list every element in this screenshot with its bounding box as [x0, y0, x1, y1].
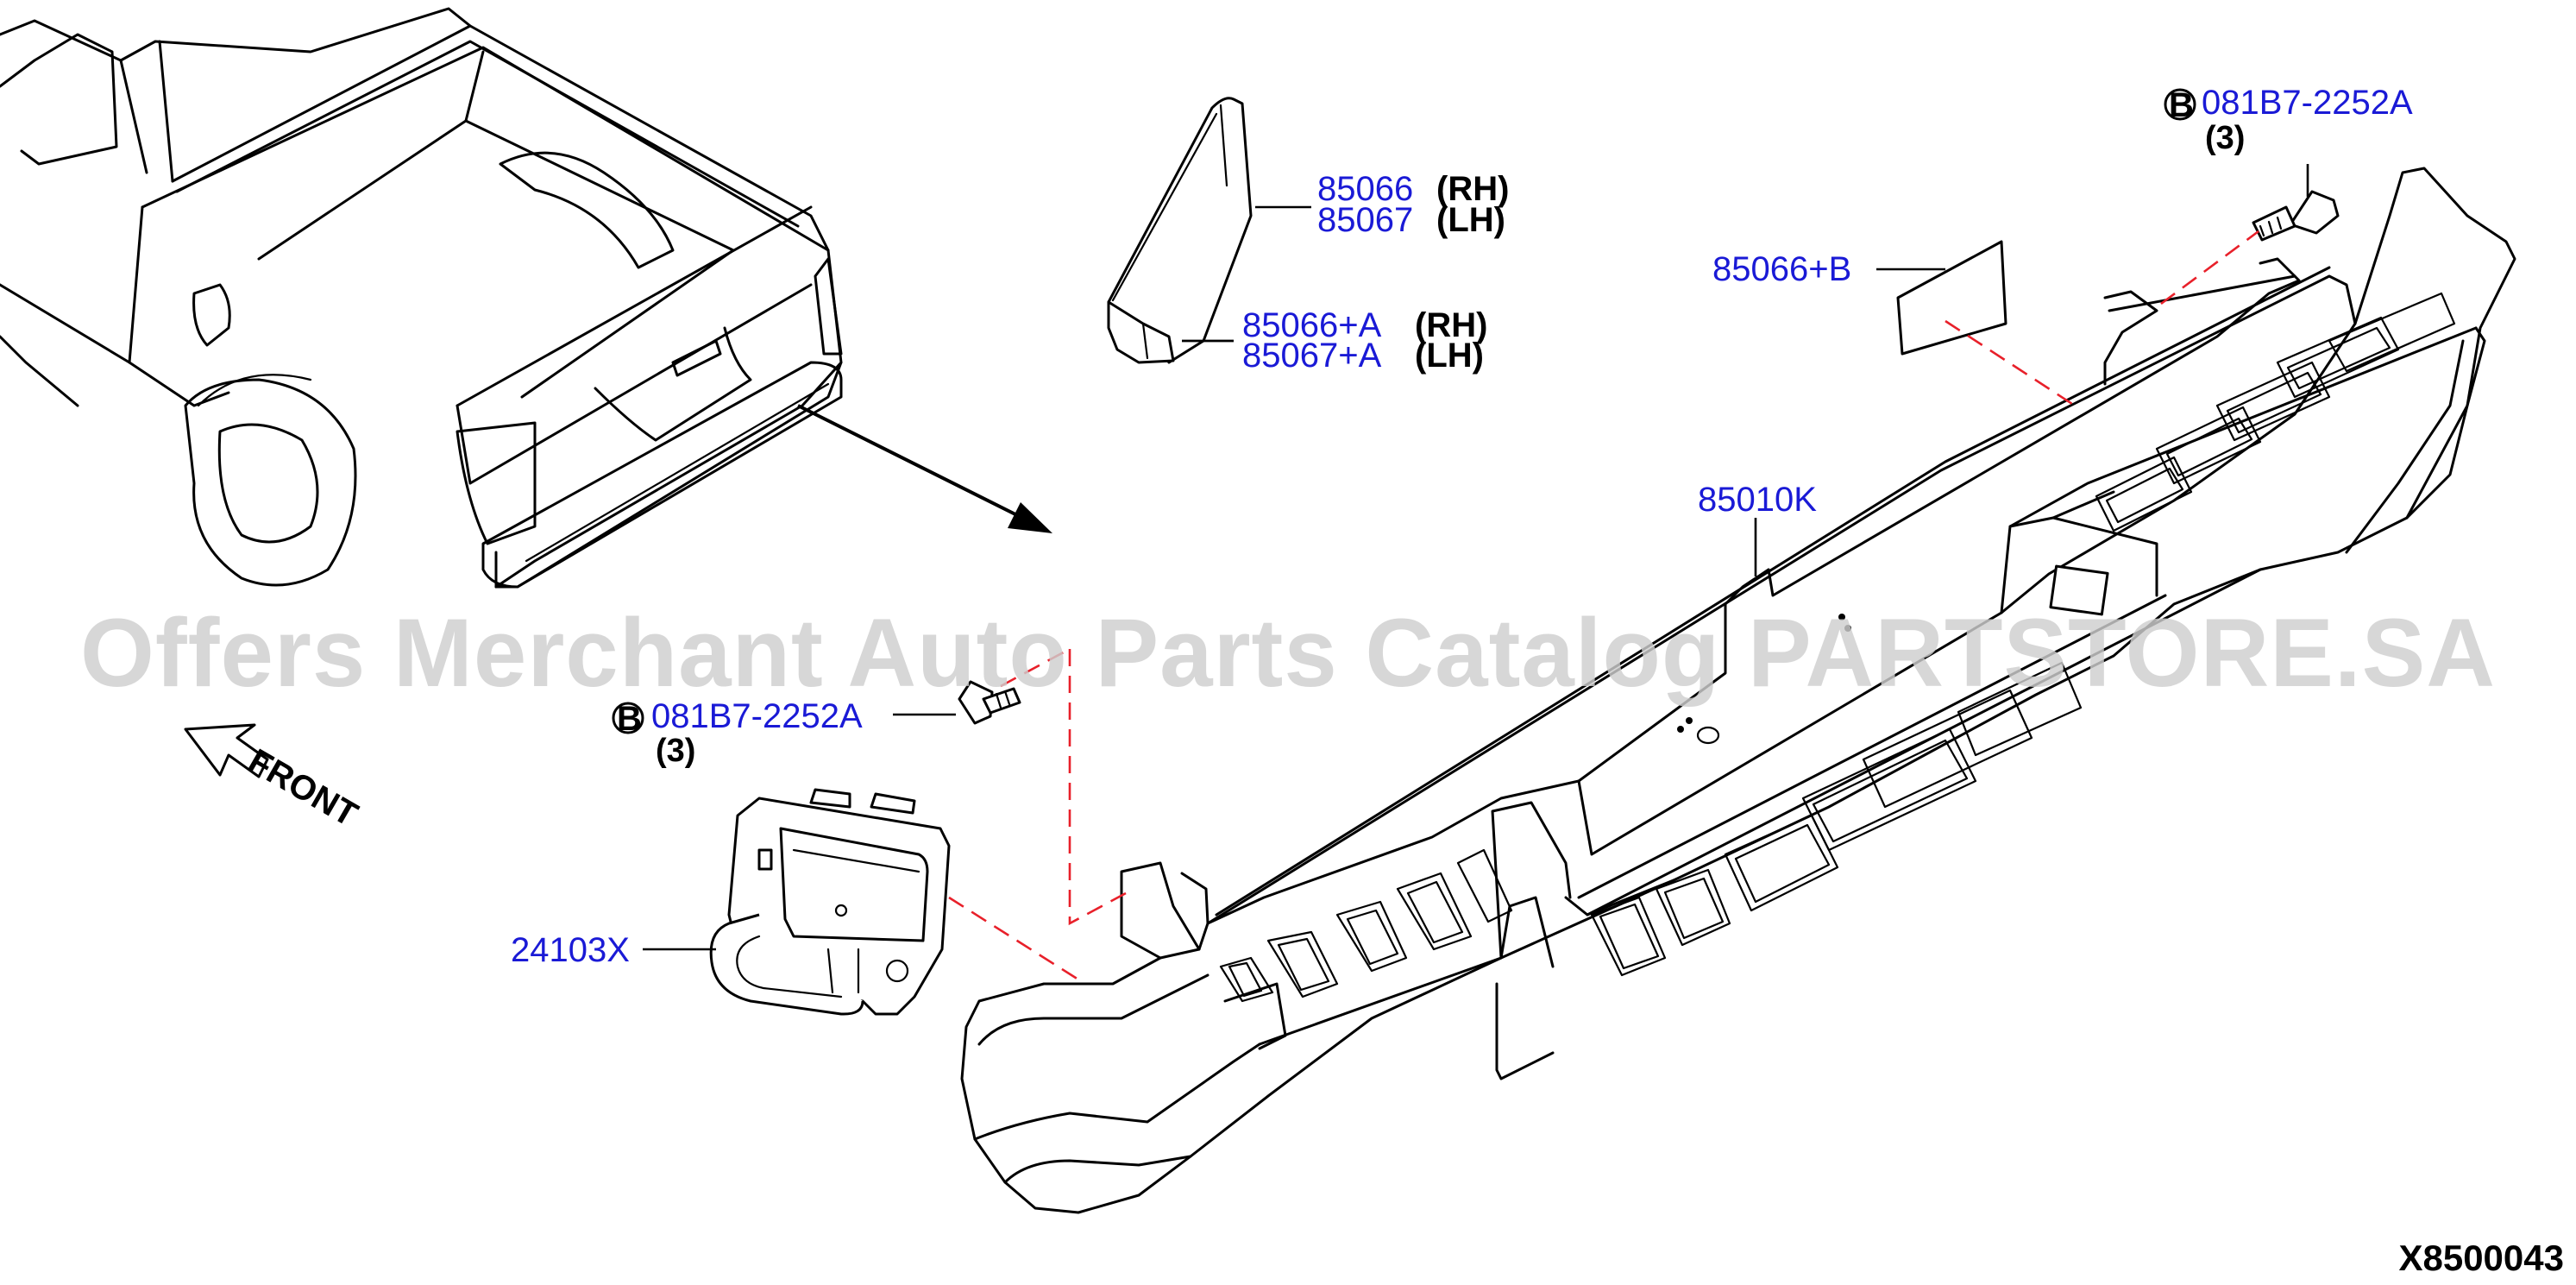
callout-bumper[interactable]: 85010K — [1698, 481, 1817, 519]
detail-arrow — [797, 404, 1052, 533]
bumper-illustration — [960, 167, 2516, 1214]
truck-illustration — [0, 7, 843, 589]
callout-bolt-left[interactable]: B 081B7-2252A (3) — [612, 697, 863, 769]
diagram-code: X8500043 — [2398, 1238, 2564, 1278]
part-number-081b7-2252a: 081B7-2252A — [651, 697, 863, 735]
bolt-quantity: (3) — [2205, 120, 2245, 156]
part-number-85066: 85066 — [1317, 170, 1413, 208]
bolt-quantity: (3) — [656, 733, 695, 769]
marker-circle — [2164, 88, 2196, 121]
marker-circle — [612, 702, 644, 734]
side-rh: (RH) — [1436, 170, 1509, 208]
callout-mudguard-a-rh[interactable]: 85066+A (RH) — [1242, 306, 1487, 344]
watermark: Offers Merchant Auto Parts Catalog PARTS… — [80, 599, 2496, 707]
bolt-marker: B — [2169, 86, 2194, 124]
side-lh: (LH) — [1415, 337, 1484, 375]
front-indicator: FRONT — [184, 723, 364, 835]
front-label: FRONT — [242, 742, 364, 835]
part-number-85066-a: 85066+A — [1242, 306, 1382, 344]
part-number-85067-a: 85067+A — [1242, 337, 1382, 375]
callout-mudguard-a-lh[interactable]: 85067+A (LH) — [1242, 337, 1484, 375]
bolt-top-illustration — [2252, 190, 2340, 242]
bolt-marker: B — [617, 700, 642, 738]
part-number-85067: 85067 — [1317, 201, 1413, 239]
side-rh: (RH) — [1415, 306, 1487, 344]
part-number-85010k: 85010K — [1698, 481, 1817, 519]
assembly-lines — [948, 230, 2259, 981]
sensor-illustration — [709, 788, 951, 1016]
side-lh: (LH) — [1436, 201, 1505, 239]
callout-sensor[interactable]: 24103X — [511, 931, 630, 969]
mud-guard-illustration — [1107, 97, 1253, 364]
part-number-24103x: 24103X — [511, 931, 630, 969]
pad-illustration — [1896, 240, 2007, 356]
callout-mudguard-rh[interactable]: 85066 (RH) — [1317, 170, 1509, 208]
bolt-left-illustration — [958, 680, 1021, 725]
leader-lines — [643, 164, 2309, 951]
callout-mudguard-lh[interactable]: 85067 (LH) — [1317, 201, 1505, 239]
part-number-081b7-2252a: 081B7-2252A — [2202, 84, 2413, 122]
part-number-85066-b: 85066+B — [1712, 250, 1851, 288]
callout-bolt-top[interactable]: B 081B7-2252A (3) — [2164, 84, 2413, 156]
callout-pad[interactable]: 85066+B — [1712, 250, 1851, 288]
